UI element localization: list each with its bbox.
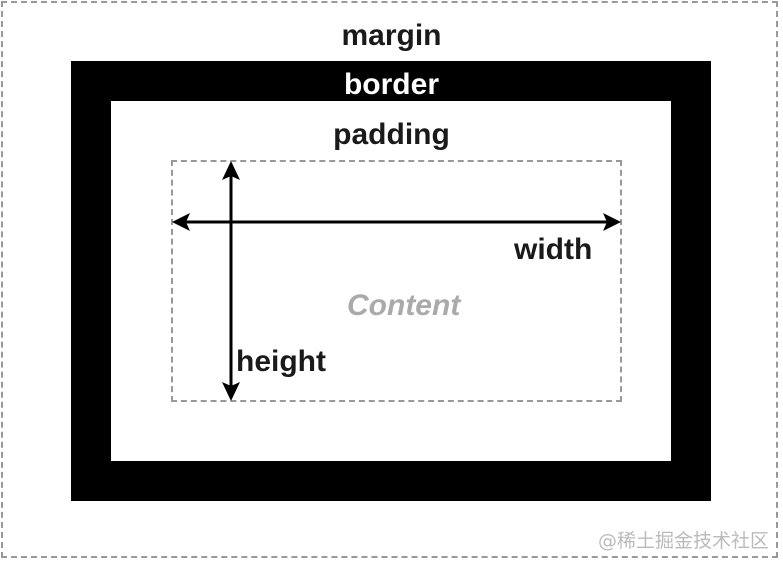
- watermark-text: @稀土掘金技术社区: [597, 530, 769, 552]
- margin-label: margin: [341, 19, 442, 52]
- padding-label: padding: [333, 118, 450, 151]
- width-label: width: [514, 233, 593, 266]
- border-label: border: [343, 68, 439, 101]
- height-label: height: [236, 345, 326, 378]
- height-arrow: [222, 161, 240, 401]
- content-label: Content: [347, 289, 461, 322]
- width-arrow: [172, 213, 621, 231]
- content-area: [171, 160, 622, 402]
